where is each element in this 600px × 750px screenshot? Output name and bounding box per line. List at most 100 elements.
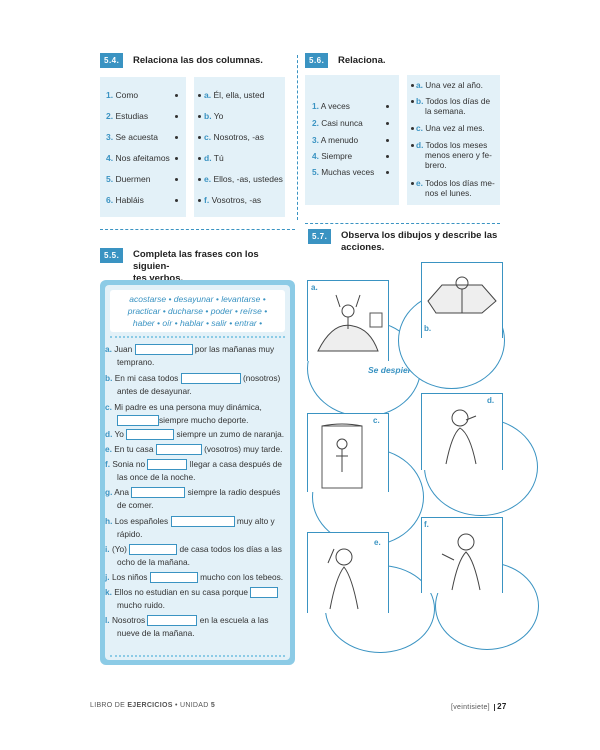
match-dot-left[interactable] [386,122,389,125]
match-dot-right[interactable] [198,199,201,202]
match-dot-right[interactable] [198,94,201,97]
sentence-start: En tu casa [114,444,154,454]
item-letter: l. [105,615,110,625]
answer-blank[interactable] [131,487,186,499]
match-dot-left[interactable] [175,115,178,118]
title-line-2: tes verbos. [133,273,184,284]
match-dot-left[interactable] [175,136,178,139]
answer-blank[interactable] [134,344,193,356]
item-letter: f. [105,459,111,469]
item-letter: d. [105,429,113,439]
answer-blank[interactable] [126,429,175,441]
example-answer: Se despierta [368,365,419,375]
dotted-rule-bottom [110,655,285,657]
answer-blank[interactable] [149,572,198,584]
item-letter: g. [105,487,113,497]
match-dot-left[interactable] [386,171,389,174]
sentence-start: En mi casa todos [114,373,179,383]
match-dot-right[interactable] [411,100,414,103]
answer-blank[interactable] [170,516,235,528]
match-dot-right[interactable] [411,127,414,130]
left-item: 5. Duermen [106,174,150,184]
match-dot-left[interactable] [386,139,389,142]
match-dot-left[interactable] [175,94,178,97]
item-letter: b. [105,373,113,383]
sentence-start: Mi padre es una persona muy dinámica, [114,402,262,412]
page-number: 27 [497,702,507,711]
sentence-continuation: temprano. [117,357,155,367]
item-text: Muchas veces [321,167,375,177]
answer-blank[interactable] [129,544,178,556]
waking-up-illustration [317,294,383,352]
match-dot-left[interactable] [175,178,178,181]
exercise-title-5-5: Completa las frases con los siguien- tes… [133,249,293,285]
left-item: 1. Como [106,90,138,100]
exercise-5-6-box [305,75,500,205]
item-letter: e. [105,444,112,454]
item-letter: a. [416,80,423,90]
item-text: Yo [213,111,224,121]
getting-up-illustration [427,276,497,314]
answer-blank[interactable] [180,373,241,385]
item-text-line-2: la semana. [425,106,466,116]
item-letter: i. [105,544,110,554]
exercise-title-5-6: Relaciona. [338,55,386,66]
item-text: Tú [213,153,224,163]
sentence-item: b. En mi casa todos (nosotros) antes de d… [105,372,287,398]
verb-bank-line-3: haber • oír • hablar • salir • entrar • [132,318,263,328]
item-letter: k. [105,587,112,597]
picture-cell-a [307,280,389,361]
showering-illustration [321,423,363,489]
answer-blank[interactable] [155,444,202,456]
exercise-tag-5-4: 5.4. [100,53,124,68]
item-letter: e. [204,174,212,184]
right-item: e. Todos los días me-nos el lunes. [416,178,498,198]
sentence-end: en la escuela a las [199,615,269,625]
left-item: 2. Estudias [106,111,148,121]
match-dot-right[interactable] [411,182,414,185]
sentence-end: por las mañanas muy [194,344,275,354]
match-dot-right[interactable] [198,178,201,181]
item-text: Habláis [115,195,144,205]
sentence-start: Yo [114,429,124,439]
footer-page: [veintisiete] 27 [451,702,507,711]
right-item: a. Una vez al año. [416,80,498,90]
sentence-end: (nosotros) [242,373,281,383]
match-dot-left[interactable] [175,157,178,160]
match-dot-left[interactable] [386,155,389,158]
answer-blank[interactable] [147,459,188,471]
item-letter: h. [105,516,113,526]
answer-blank[interactable] [117,415,159,427]
left-item: 3. Se acuesta [106,132,158,142]
answer-blank[interactable] [250,587,279,599]
sentence-item: k. Ellos no estudian en su casa porque m… [105,586,287,612]
match-dot-right[interactable] [198,157,201,160]
right-item: e. Ellos, -as, ustedes [204,174,283,184]
item-text-line-1: Todos los días de [425,96,491,106]
match-dot-right[interactable] [411,144,414,147]
match-dot-left[interactable] [175,199,178,202]
item-text-line-1: Una vez al mes. [425,123,485,133]
item-letter: j. [105,572,110,582]
match-dot-left[interactable] [386,105,389,108]
match-dot-right[interactable] [198,136,201,139]
match-dot-right[interactable] [198,115,201,118]
label-c: c. [373,416,380,425]
sentence-continuation: las once de la noche. [117,472,196,482]
item-text: Vosotros, -as [211,195,262,205]
sentence-continuation: antes de desayunar. [117,386,192,396]
item-number: 3. [106,132,114,142]
sentence-item: d. Yo siempre un zumo de naranja. [105,428,287,441]
label-d: d. [487,396,495,405]
item-text: Estudias [115,111,149,121]
left-item: 3. A menudo [312,135,358,145]
match-dot-right[interactable] [411,84,414,87]
answer-blank[interactable] [147,615,198,627]
item-letter: b. [416,96,424,106]
left-item: 1. A veces [312,101,350,111]
item-letter: c. [416,123,423,133]
item-letter: d. [416,140,424,150]
